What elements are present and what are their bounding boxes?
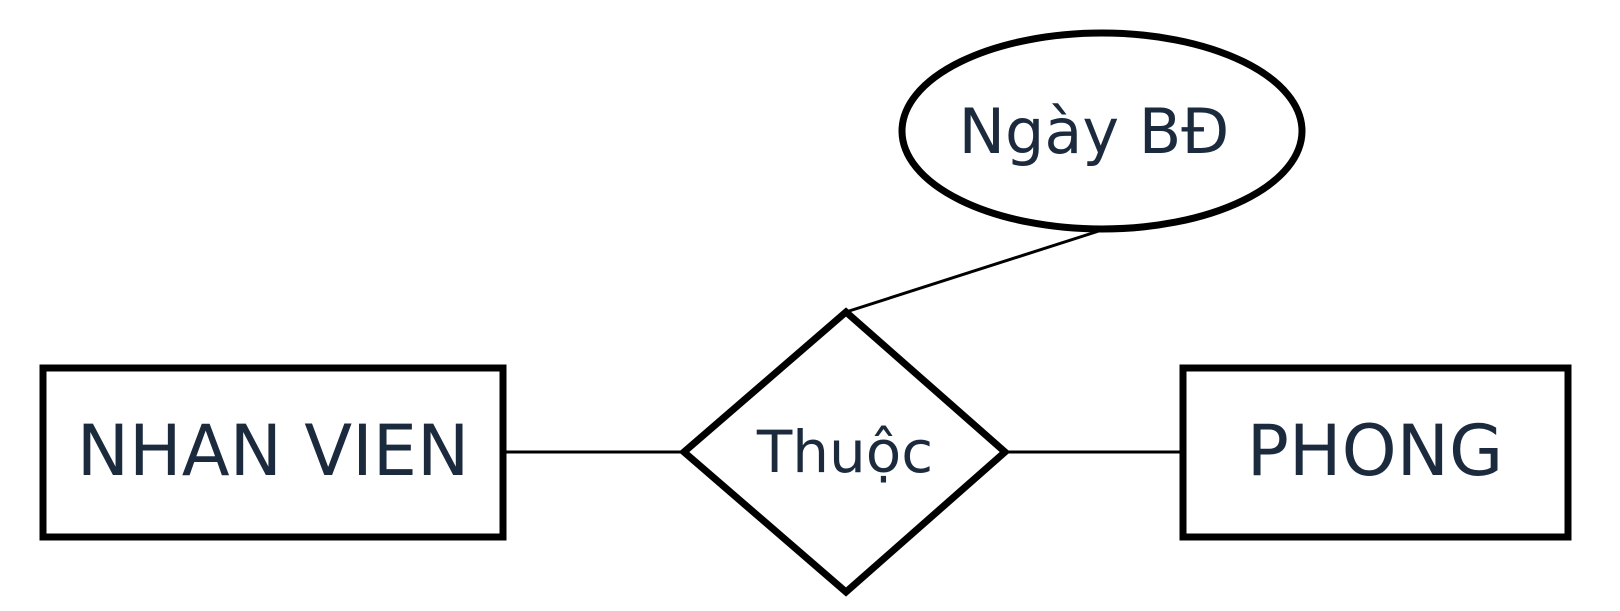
entity-nhan-vien-label: NHAN VIEN: [77, 410, 470, 492]
entity-phong-label: PHONG: [1247, 410, 1504, 492]
relationship-thuoc-diamond: [678, 307, 1011, 597]
connector-thuoc-attribute: [845, 228, 1103, 314]
attribute-ngay-bd-ellipse: [898, 29, 1306, 233]
relationship-thuoc: Thuộc: [678, 307, 1011, 597]
entity-nhan-vien: NHAN VIEN: [39, 364, 507, 541]
attribute-ngay-bd: Ngày BĐ: [898, 29, 1306, 233]
entity-phong-box: [1179, 364, 1572, 541]
attribute-ngay-bd-label: Ngày BĐ: [959, 95, 1230, 168]
entity-nhan-vien-box: [39, 364, 507, 541]
entity-phong: PHONG: [1179, 364, 1572, 541]
relationship-thuoc-label: Thuộc: [756, 418, 933, 486]
